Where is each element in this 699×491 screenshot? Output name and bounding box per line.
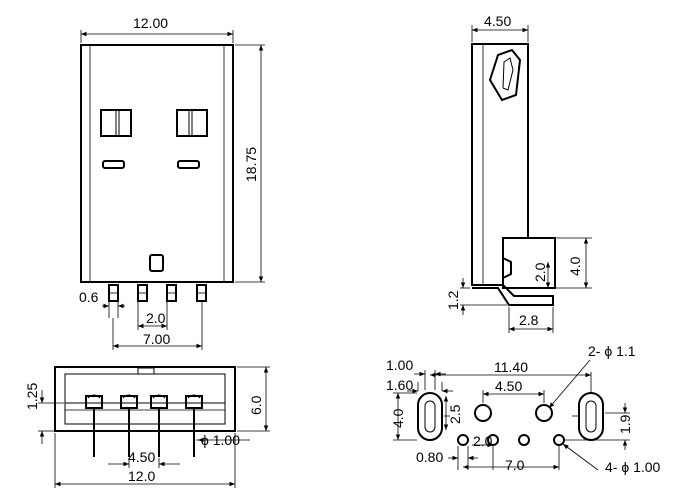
pcb-slot-height-label: 4.0 bbox=[390, 408, 406, 428]
pcb-pin-row-offset-label: 1.9 bbox=[617, 414, 633, 434]
front-width-label: 12.00 bbox=[133, 15, 168, 31]
pcb-slot-left bbox=[417, 392, 443, 441]
side-foot-offset-label: 1.2 bbox=[445, 290, 461, 310]
pcb-pin-pitch-label: 2.0 bbox=[473, 433, 493, 449]
end-height-label: 6.0 bbox=[248, 395, 264, 415]
end-top-offset-label: 1.25 bbox=[24, 383, 40, 410]
side-view: 4.50 4.0 2.0 1.2 2.8 bbox=[445, 13, 592, 333]
pcb-slot-right bbox=[578, 392, 604, 441]
pcb-pin-callout-label: 4- ϕ 1.00 bbox=[605, 459, 661, 475]
end-pin-span-label: 4.50 bbox=[128, 449, 155, 465]
front-window-left bbox=[100, 109, 132, 137]
front-slot-left bbox=[102, 160, 125, 169]
pcb-pin-x-offset-label: 0.80 bbox=[416, 449, 443, 465]
front-slot-right bbox=[177, 160, 200, 169]
end-body-outline bbox=[54, 366, 236, 432]
front-pin-pitch-label: 2.0 bbox=[146, 310, 166, 326]
side-tab-mid-label: 2.0 bbox=[532, 262, 548, 282]
pcb-layout-view: 1.00 11.40 1.60 4.50 2- ϕ 1.1 4.0 2.5 1.… bbox=[386, 343, 661, 475]
front-pin-width-label: 0.6 bbox=[79, 289, 99, 305]
side-tab bbox=[502, 237, 556, 289]
front-square-mark bbox=[149, 254, 164, 272]
side-foot-length-label: 2.8 bbox=[519, 312, 539, 328]
end-view: 6.0 1.25 ϕ 1.00 4.50 12.0 bbox=[24, 366, 270, 488]
pcb-pin-span-label: 7.0 bbox=[505, 457, 525, 473]
side-latch bbox=[488, 48, 522, 102]
side-body-outline bbox=[471, 43, 529, 286]
side-thickness-label: 4.50 bbox=[484, 13, 511, 29]
side-foot bbox=[472, 284, 554, 306]
pcb-slot-width-label: 1.00 bbox=[386, 357, 413, 373]
pcb-pin-holes bbox=[457, 434, 565, 446]
pcb-hole-right bbox=[535, 404, 553, 422]
pcb-hole-spacing-label: 4.50 bbox=[495, 378, 522, 394]
pcb-slot-offset-label: 1.60 bbox=[386, 377, 413, 393]
pcb-slot-spacing-label: 11.40 bbox=[494, 359, 528, 375]
front-pin-span-label: 7.00 bbox=[143, 331, 170, 347]
front-body-outline bbox=[80, 44, 234, 283]
end-contacts bbox=[85, 394, 203, 457]
end-pin-dia-label: ϕ 1.00 bbox=[201, 432, 240, 448]
front-pins bbox=[108, 284, 207, 302]
front-window-right bbox=[176, 109, 208, 137]
front-view: 12.00 18.75 0.6 2.0 7.00 bbox=[79, 15, 265, 350]
end-width-label: 12.0 bbox=[128, 468, 155, 484]
side-tab-height-label: 4.0 bbox=[567, 256, 583, 276]
pcb-hole-left bbox=[474, 404, 492, 422]
front-height-label: 18.75 bbox=[243, 147, 259, 182]
pcb-hole-callout-label: 2- ϕ 1.1 bbox=[588, 343, 636, 359]
pcb-slot-inner-label: 2.5 bbox=[447, 404, 463, 424]
